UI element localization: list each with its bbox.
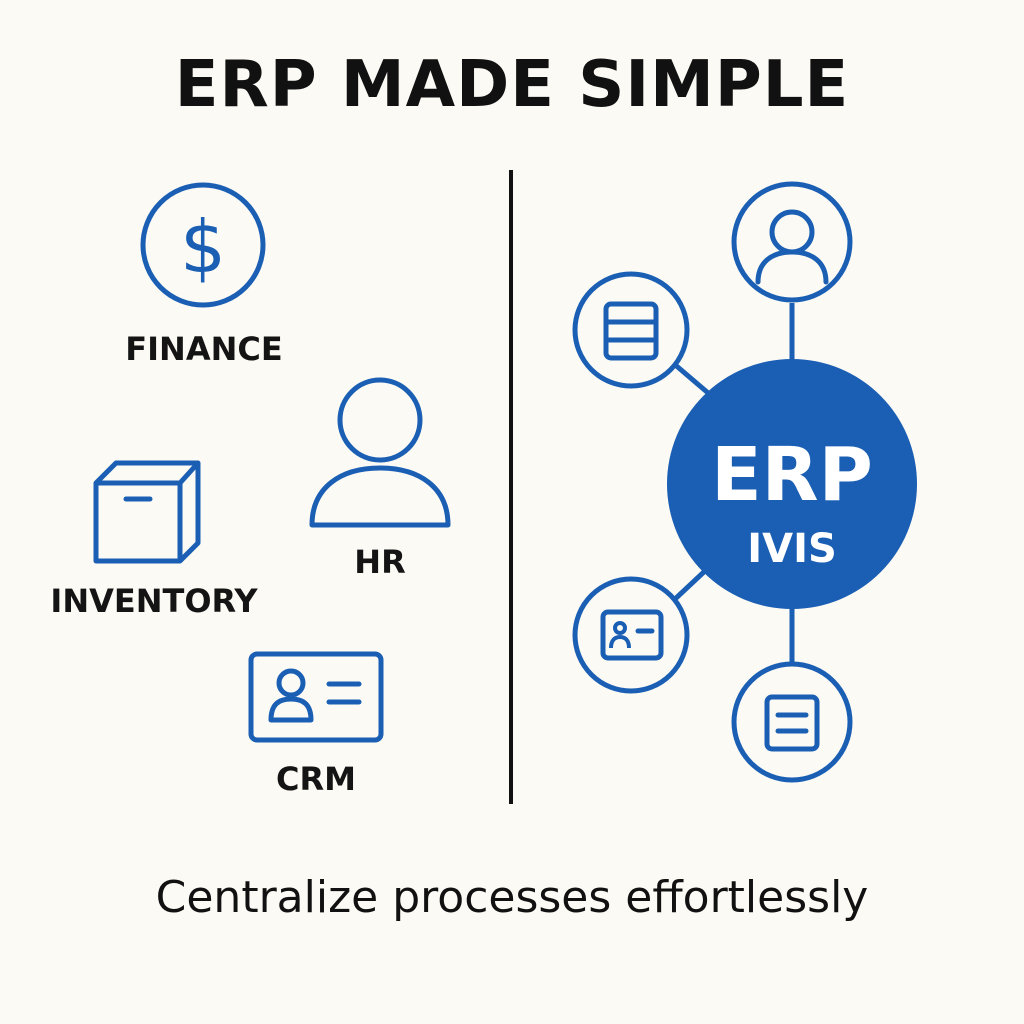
- contact-card-icon: [248, 651, 384, 743]
- inventory-label: INVENTORY: [50, 582, 258, 620]
- erp-hub-diagram: ERP IVIS: [572, 181, 917, 783]
- finance-label: FINANCE: [125, 330, 283, 368]
- id-card-icon: [572, 576, 690, 694]
- box-icon: [93, 460, 201, 564]
- database-list-icon: [572, 271, 690, 389]
- user-profile-icon: [731, 181, 853, 303]
- connector-lower-left: [672, 568, 708, 602]
- hr-label: HR: [354, 543, 406, 581]
- document-icon: [731, 661, 853, 783]
- connector-upper-left: [671, 361, 716, 400]
- svg-text:$: $: [180, 205, 226, 289]
- crm-label: CRM: [276, 760, 356, 798]
- tagline: Centralize processes effortlessly: [155, 872, 869, 923]
- erp-hub-circle: [667, 359, 917, 609]
- erp-hub-subtitle: IVIS: [747, 526, 837, 572]
- page-title: ERP MADE SIMPLE: [174, 48, 850, 122]
- person-icon: [309, 377, 451, 528]
- erp-hub-title: ERP: [711, 432, 873, 518]
- dollar-circle-icon: $: [140, 182, 266, 308]
- divider: [509, 170, 513, 804]
